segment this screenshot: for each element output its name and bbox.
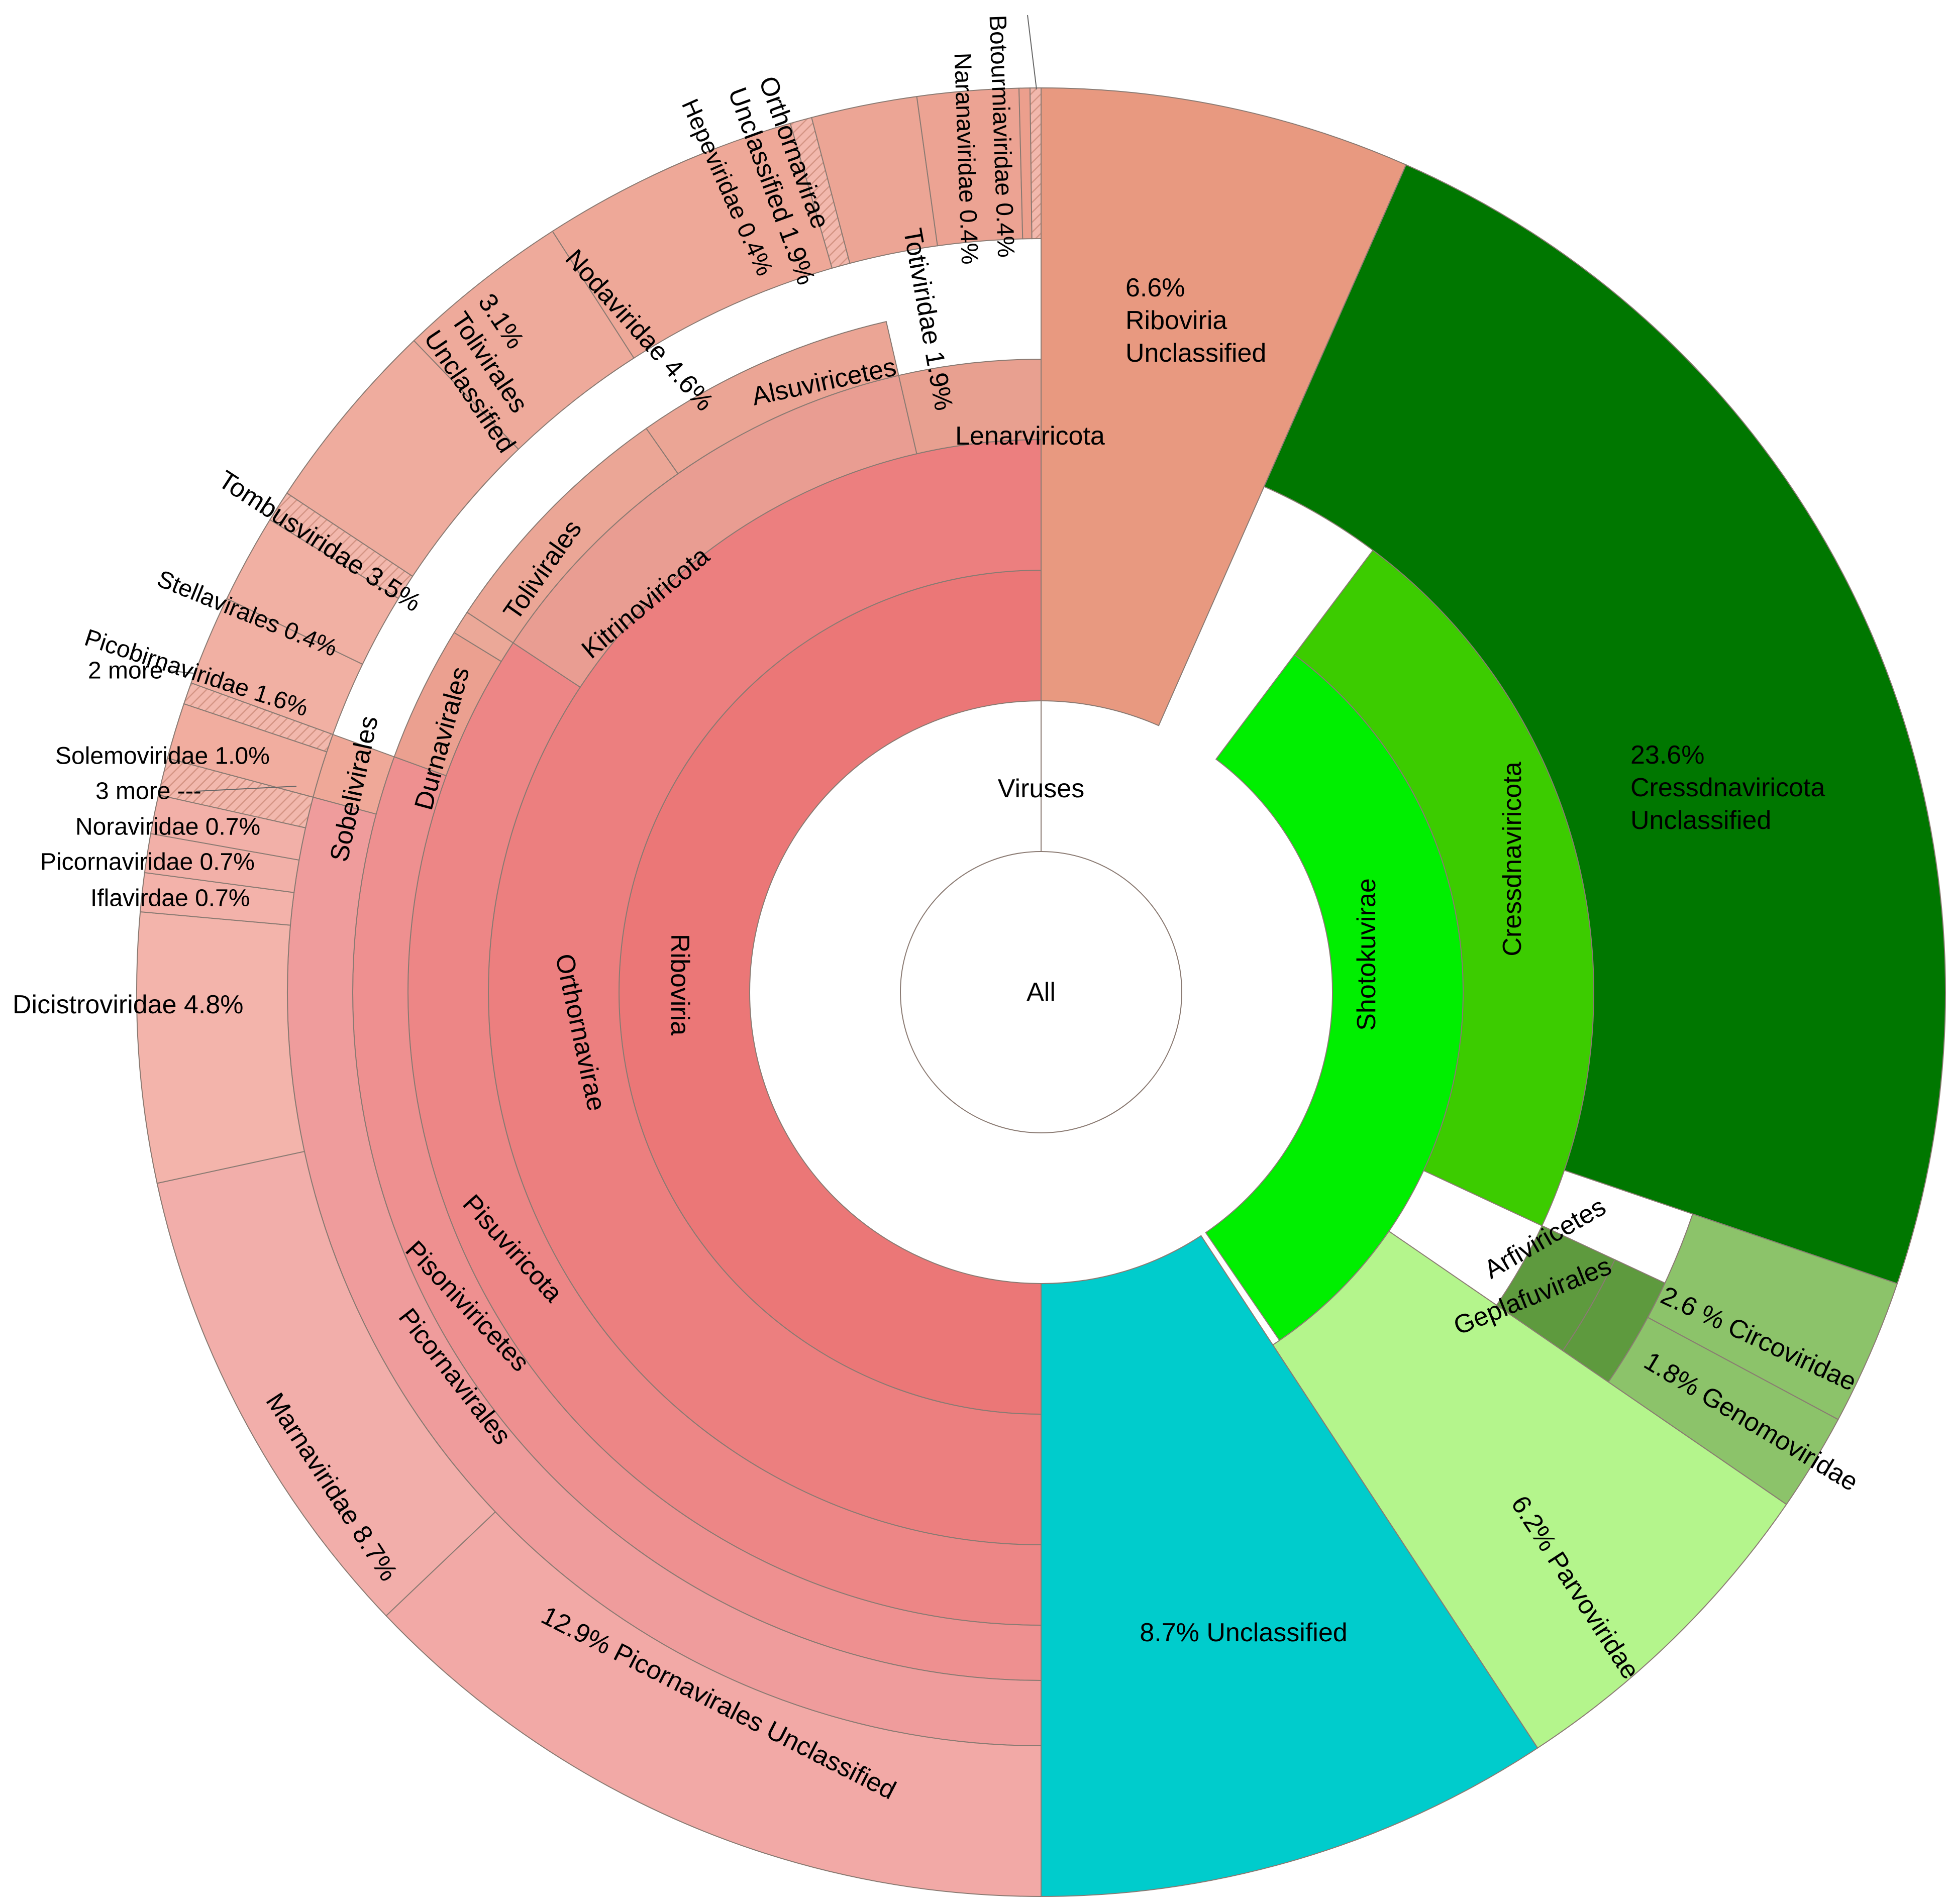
leader-line-1 — [195, 786, 297, 792]
leader-line-2 — [1027, 15, 1037, 90]
label-picorna_3more: 3 more --- — [95, 778, 201, 805]
label-iflaviridae: Iflavirdae 0.7% — [90, 885, 250, 912]
label-viruses: Viruses — [998, 774, 1084, 803]
segment-unclassified — [1041, 1235, 1539, 1897]
segment-alsuviricetes — [645, 321, 899, 475]
label-unclassified: 8.7% Unclassified — [1140, 1618, 1347, 1647]
label-cressdnaviricota: Cressdnaviricota — [1498, 762, 1527, 956]
label-sobeli_2more: 2 more — [88, 658, 163, 684]
sunburst-segments — [136, 87, 1946, 1897]
label-dicistroviridae: Dicistroviridae 4.8% — [13, 990, 244, 1019]
label-solemoviridae: Solemoviridae 1.0% — [55, 743, 270, 770]
label-lenarviricota: Lenarviricota — [955, 421, 1105, 451]
leader-line-0 — [168, 670, 194, 674]
segment-cressdnaviricota_unclassified — [1263, 164, 1946, 1285]
segment-picornavirales_unclassified — [385, 1511, 1042, 1897]
segment-riboviria_unclassified — [1041, 87, 1407, 726]
center-label: All — [1027, 978, 1056, 1007]
label-shotokuvirae: Shotokuvirae — [1352, 878, 1381, 1031]
segment-botourmiaviridae — [1029, 87, 1042, 240]
segment-parvoviridae — [1272, 1230, 1787, 1749]
label-leader-lines — [168, 15, 1037, 792]
label-noraviridae: Noraviridae 0.7% — [75, 814, 260, 840]
segment-dicistroviridae — [136, 911, 305, 1184]
center-hole — [900, 851, 1182, 1133]
label-picornaviridae: Picornaviridae 0.7% — [40, 849, 255, 876]
label-riboviria: Riboviria — [665, 934, 694, 1035]
